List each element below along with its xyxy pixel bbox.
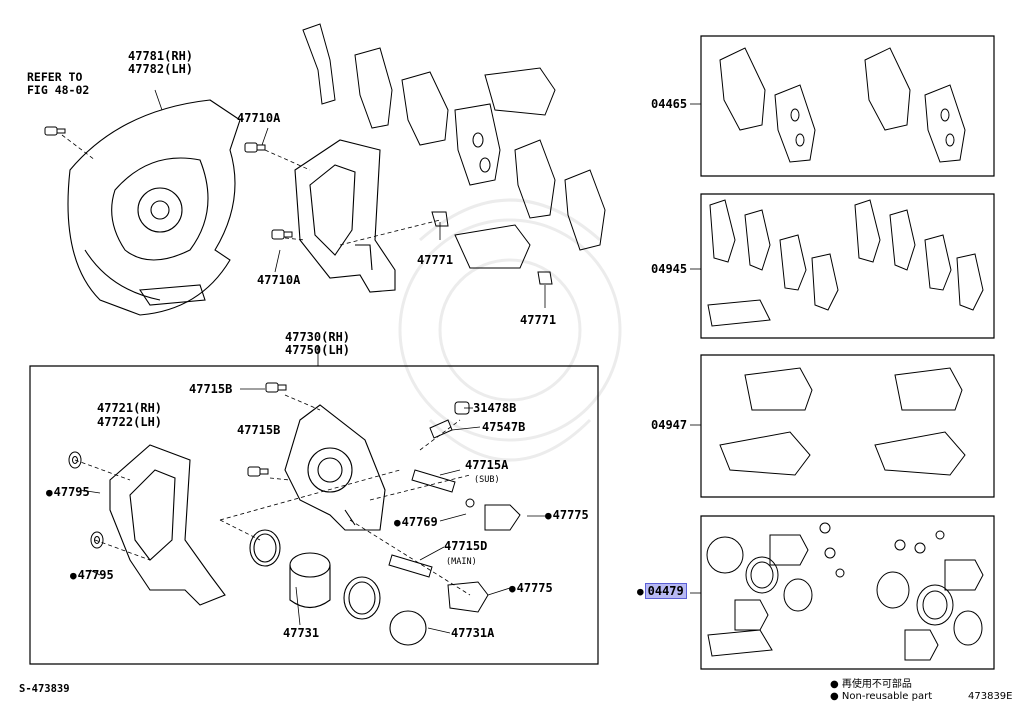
caliper-bolts-drawing <box>248 383 286 476</box>
label-47715B-a[interactable]: 47715B <box>189 382 233 396</box>
legend-dot-icon: ● <box>830 679 842 690</box>
label-47547B[interactable]: 47547B <box>482 420 526 434</box>
kit-box-04479 <box>701 516 994 669</box>
kit-04945-drawing <box>708 200 983 326</box>
label-47731[interactable]: 47731 <box>283 626 320 640</box>
washers-drawing <box>69 452 103 548</box>
legend-jp-text: 再使用不可部品 <box>841 679 912 690</box>
kit-04947-drawing <box>720 368 965 475</box>
label-47795-a[interactable]: 47795 <box>46 486 90 499</box>
kit-label-04947[interactable]: 04947 <box>651 418 688 432</box>
kit-box-04945 <box>701 194 994 338</box>
label-47750[interactable]: 47750(LH) <box>285 343 351 357</box>
diagram-id: S-473839 <box>19 683 70 695</box>
label-47731A[interactable]: 47731A <box>451 626 495 640</box>
label-47730[interactable]: 47730(RH) <box>285 330 351 344</box>
kit-label-04465[interactable]: 04465 <box>651 97 688 111</box>
legend-en: ● Non-reusable part <box>830 691 932 702</box>
bleeder-drawing <box>430 402 469 438</box>
piston-seals-drawing <box>250 530 426 645</box>
label-47715B-b[interactable]: 47715B <box>237 423 281 437</box>
legend-jp: ● 再使用不可部品 <box>830 675 912 690</box>
label-47715A-sub: (SUB) <box>474 475 500 485</box>
label-47775-b[interactable]: 47775 <box>509 582 553 595</box>
dust-shield-drawing <box>68 100 240 315</box>
label-47769[interactable]: 47769 <box>394 516 438 529</box>
bolt-drawing-2 <box>245 143 292 239</box>
legend-en-text: Non-reusable part <box>841 691 933 702</box>
caliper-assembly-box <box>30 366 598 664</box>
label-47775-a[interactable]: 47775 <box>545 509 589 522</box>
caliper-body-drawing <box>285 405 385 530</box>
kit-label-04945[interactable]: 04945 <box>651 262 688 276</box>
refer-fig-label: FIG 48-02 <box>27 83 90 97</box>
label-47781[interactable]: 47781(RH) <box>128 49 194 63</box>
label-47721[interactable]: 47721(RH) <box>97 401 163 415</box>
kit-04479-drawing <box>707 523 983 660</box>
slide-pins-drawing <box>389 470 520 612</box>
kit-label-04479[interactable]: 04479 <box>637 583 687 599</box>
kit-box-04947 <box>701 355 994 497</box>
label-47782[interactable]: 47782(LH) <box>128 62 194 76</box>
label-31478B[interactable]: 31478B <box>473 401 517 415</box>
label-47710A-top[interactable]: 47710A <box>237 111 281 125</box>
refer-to-label: REFER TO <box>27 70 83 84</box>
label-47795-b[interactable]: 47795 <box>70 569 114 582</box>
label-47715A[interactable]: 47715A <box>465 458 509 472</box>
kit-04465-drawing <box>720 48 965 162</box>
label-47771-b[interactable]: 47771 <box>520 313 557 327</box>
label-47771-a[interactable]: 47771 <box>417 253 454 267</box>
caliper-bracket-drawing <box>295 140 395 292</box>
label-47710A-bottom[interactable]: 47710A <box>257 273 301 287</box>
torque-plate-drawing <box>110 445 225 605</box>
figure-number: 473839E <box>968 691 1013 702</box>
bolt-drawing <box>45 127 65 135</box>
label-47722[interactable]: 47722(LH) <box>97 415 163 429</box>
kit-label-04479-highlight: 04479 <box>644 583 687 599</box>
brake-pads-drawing <box>303 24 605 284</box>
watermark-emblem <box>400 200 620 460</box>
label-47715D[interactable]: 47715D <box>444 539 488 553</box>
label-47715D-main: (MAIN) <box>446 557 477 567</box>
legend-dot-icon-2: ● <box>830 691 842 702</box>
kit-box-04465 <box>701 36 994 176</box>
